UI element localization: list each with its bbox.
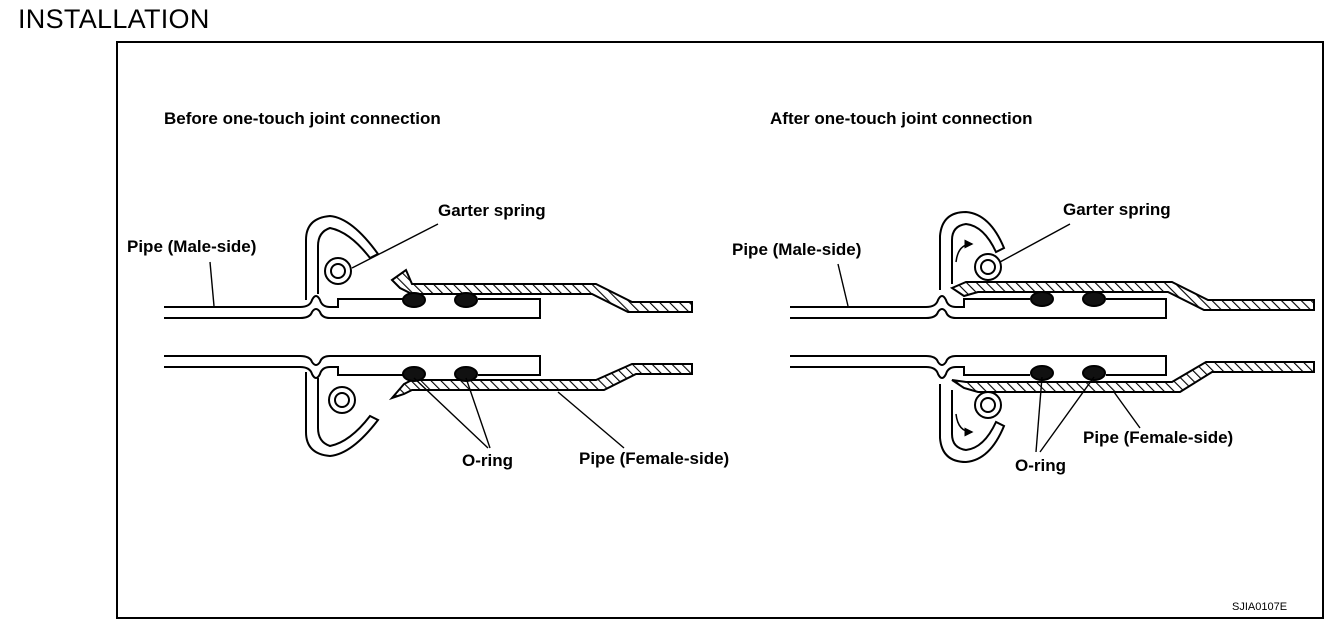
leader-lines-after: [837, 223, 1141, 453]
after-pipe-female-label: Pipe (Female-side): [1083, 428, 1234, 447]
o-rings-before: [402, 292, 478, 382]
female-pipe-after-top: [949, 281, 1315, 311]
figure-code: SJIA0107E: [1232, 601, 1288, 613]
female-pipe-before-top: [390, 268, 693, 313]
male-pipe-before: [164, 295, 541, 379]
diagram-frame: [116, 41, 1324, 619]
retainer-clip-after-top: [939, 210, 1006, 290]
before-pipe-female-label: Pipe (Female-side): [579, 449, 730, 468]
before-garter-spring-label: Garter spring: [438, 201, 546, 220]
garter-spring-before-top: [324, 257, 352, 285]
retainer-clip-before-bottom: [305, 372, 380, 458]
before-o-ring-label: O-ring: [462, 451, 513, 470]
page-title: INSTALLATION: [18, 4, 210, 34]
after-panel: [790, 210, 1315, 464]
before-pipe-male-label: Pipe (Male-side): [127, 237, 257, 256]
after-o-ring-label: O-ring: [1015, 456, 1066, 475]
after-caption: After one-touch joint connection: [770, 109, 1033, 128]
o-rings-after: [1030, 291, 1106, 381]
female-pipe-before-bottom: [388, 363, 693, 401]
before-panel: [164, 214, 693, 458]
female-pipe-after-bottom: [951, 361, 1315, 393]
garter-spring-after-bottom: [974, 391, 1002, 419]
retainer-clip-after-bottom: [939, 384, 1006, 464]
garter-spring-after-top: [974, 253, 1002, 281]
garter-spring-before-bottom: [328, 386, 356, 414]
before-caption: Before one-touch joint connection: [164, 109, 441, 128]
after-garter-spring-label: Garter spring: [1063, 200, 1171, 219]
leader-lines-before: [209, 223, 625, 449]
after-pipe-male-label: Pipe (Male-side): [732, 240, 862, 259]
male-pipe-after: [790, 295, 1167, 379]
